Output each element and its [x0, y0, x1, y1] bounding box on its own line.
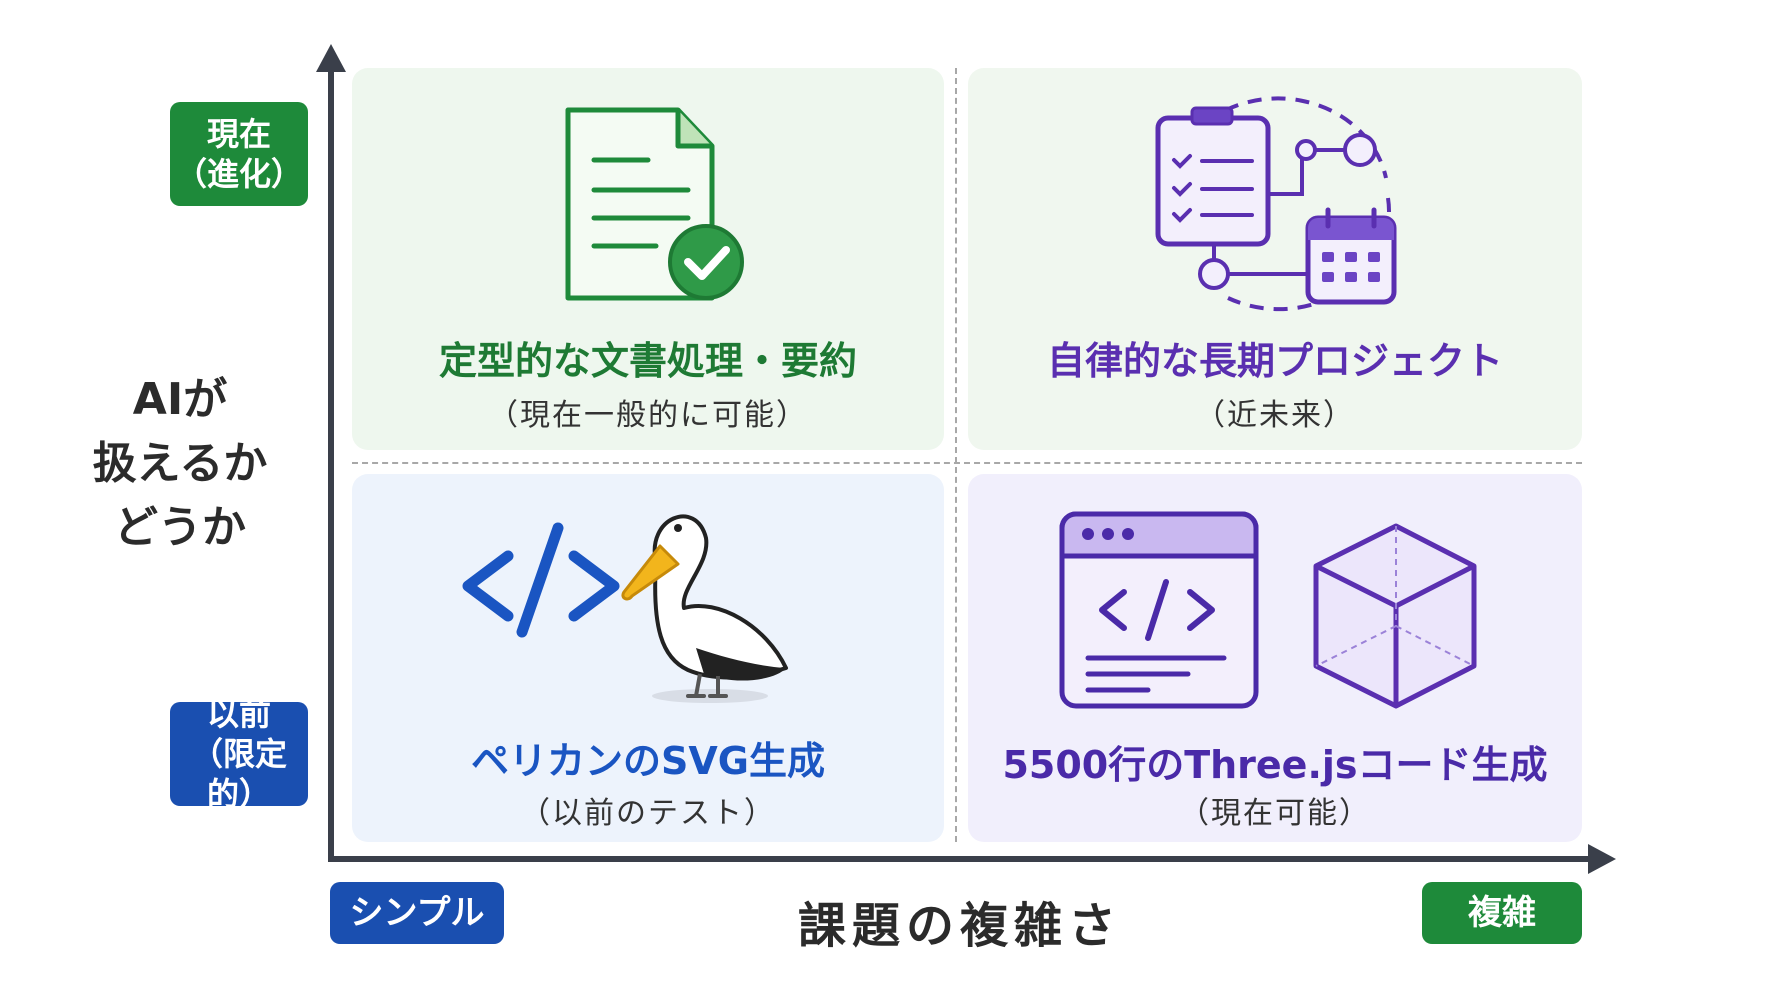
- quadrant-bottom-left-subtitle: （以前のテスト）: [520, 796, 776, 831]
- quadrant-bottom-left: [352, 474, 944, 842]
- checklist-calendar-icon: [1155, 96, 1397, 312]
- y-bottom-badge-line2: （限定的）: [190, 735, 287, 813]
- code-window-icon: [1059, 511, 1259, 709]
- x-axis-arrow-icon: [1588, 844, 1616, 874]
- code-brackets-icon: [462, 522, 620, 638]
- quadrant-top-left-title: 定型的な文書処理・要約: [438, 339, 857, 383]
- code-window-cube-icon: [1059, 511, 1477, 709]
- y-axis-top-badge: 現在 （進化）: [170, 102, 308, 206]
- y-axis-title: AIが 扱えるか どうか: [80, 368, 280, 559]
- y-top-badge-line2: （進化）: [174, 155, 303, 193]
- x-axis-right-badge: 複雑: [1422, 882, 1582, 944]
- cube-icon: [1313, 523, 1477, 709]
- y-title-line1: AIが: [132, 374, 228, 425]
- quadrant-top-left-subtitle: （現在一般的に可能）: [488, 398, 808, 433]
- quadrant-bottom-left-title: ペリカンのSVG生成: [471, 739, 825, 783]
- quadrant-top-right-subtitle: （近未来）: [1195, 398, 1355, 433]
- vertical-divider: [955, 68, 957, 842]
- quadrant-bottom-right-title: 5500行のThree.jsコード生成: [1002, 743, 1548, 787]
- pelican-icon: [621, 514, 788, 703]
- horizontal-divider: [352, 462, 1582, 464]
- x-axis-title: 課題の複雑さ: [797, 898, 1122, 954]
- quadrant-top-right: [968, 68, 1582, 450]
- code-pelican-icon: [462, 514, 788, 703]
- y-top-badge-line1: 現在: [206, 115, 271, 153]
- y-title-line3: どうか: [114, 501, 246, 553]
- y-axis-arrow-icon: [316, 44, 346, 72]
- y-title-line2: 扱えるか: [92, 437, 268, 489]
- y-axis-bottom-badge: 以前 （限定的）: [170, 695, 308, 813]
- document-check-icon: [565, 107, 744, 301]
- quadrant-bottom-right-subtitle: （現在可能）: [1179, 796, 1371, 831]
- x-axis-left-badge: シンプル: [330, 882, 504, 944]
- quadrant-top-right-title: 自律的な長期プロジェクト: [1046, 339, 1503, 383]
- y-bottom-badge-line1: 以前: [206, 695, 271, 733]
